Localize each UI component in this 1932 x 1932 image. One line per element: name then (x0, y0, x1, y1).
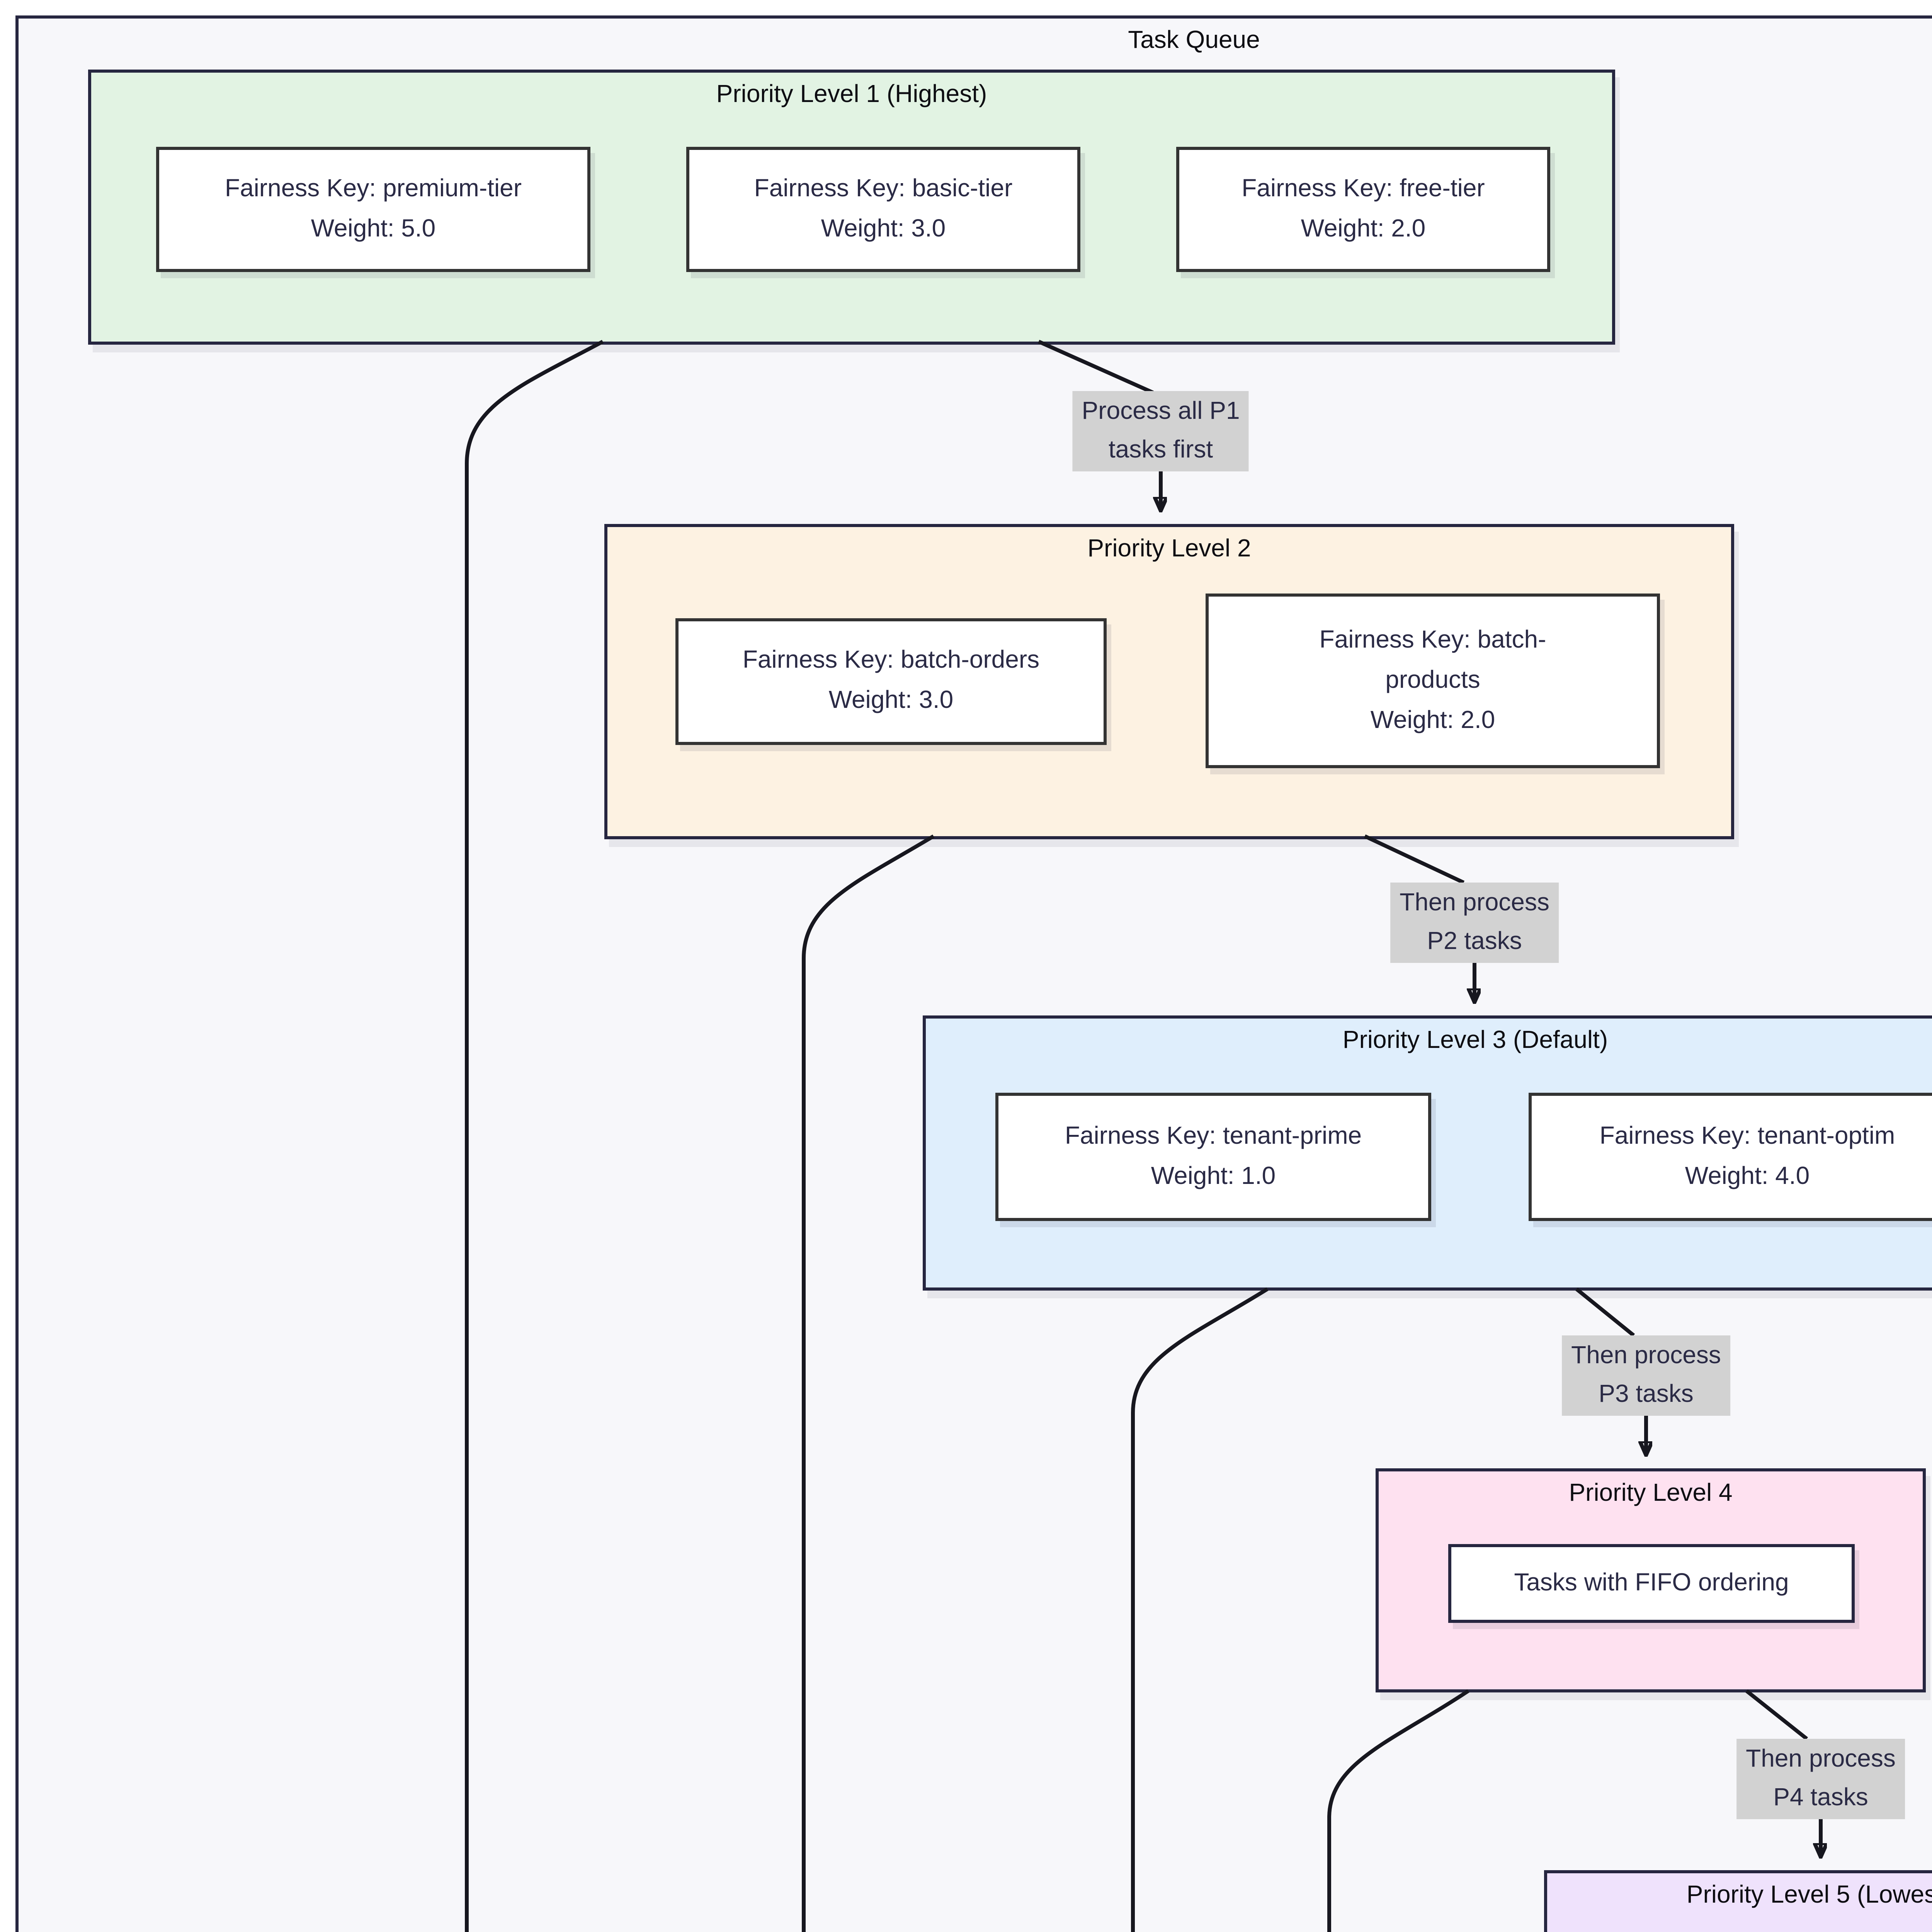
cluster-priority-4-title: Priority Level 4 (1569, 1481, 1733, 1507)
node-batch-products-line2: products (1385, 667, 1480, 693)
node-free-tier: Fairness Key: free-tier Weight: 2.0 (1176, 147, 1550, 272)
cluster-priority-5: Priority Level 5 (Lowest) Tasks with FIF… (1544, 1870, 1932, 1932)
cluster-priority-3-title: Priority Level 3 (Default) (1342, 1028, 1608, 1054)
node-p4-fifo: Tasks with FIFO ordering (1448, 1544, 1855, 1623)
edge-label-p4-p5-line1: Then process (1746, 1747, 1896, 1773)
edge-label-p3-p4-line2: P3 tasks (1599, 1382, 1694, 1408)
edge-label-p1-p2-line1: Process all P1 (1082, 399, 1240, 425)
node-batch-orders-line1: Fairness Key: batch-orders (742, 648, 1040, 674)
node-batch-orders: Fairness Key: batch-orders Weight: 3.0 (675, 618, 1107, 745)
node-tenant-optim-line2: Weight: 4.0 (1685, 1163, 1810, 1189)
edge-label-p1-p2: Process all P1 tasks first (1072, 391, 1249, 471)
node-free-tier-line1: Fairness Key: free-tier (1242, 175, 1485, 202)
node-basic-tier-line2: Weight: 3.0 (821, 216, 946, 242)
cluster-priority-3: Priority Level 3 (Default) Fairness Key:… (923, 1015, 1932, 1291)
edge-label-p2-p3-line2: P2 tasks (1427, 929, 1522, 955)
node-premium-tier-line2: Weight: 5.0 (311, 216, 436, 242)
cluster-priority-2-title: Priority Level 2 (1087, 536, 1251, 563)
edge-label-p2-p3: Then process P2 tasks (1390, 883, 1559, 963)
node-batch-orders-line2: Weight: 3.0 (828, 688, 954, 714)
edge-label-p1-p2-line2: tasks first (1108, 437, 1213, 464)
edge-label-p2-p3-line1: Then process (1400, 890, 1549, 917)
cluster-priority-1-title: Priority Level 1 (Highest) (716, 82, 987, 108)
node-p4-fifo-line1: Tasks with FIFO ordering (1514, 1570, 1789, 1596)
node-tenant-optim-line1: Fairness Key: tenant-optim (1599, 1123, 1895, 1149)
node-basic-tier-line1: Fairness Key: basic-tier (754, 175, 1013, 202)
node-premium-tier-line1: Fairness Key: premium-tier (224, 175, 522, 202)
node-tenant-prime: Fairness Key: tenant-prime Weight: 1.0 (995, 1093, 1431, 1221)
cluster-priority-2: Priority Level 2 Fairness Key: batch-ord… (604, 524, 1734, 839)
node-batch-products-line3: Weight: 2.0 (1370, 707, 1495, 733)
node-batch-products-line1: Fairness Key: batch- (1319, 627, 1546, 653)
cluster-priority-4: Priority Level 4 Tasks with FIFO orderin… (1376, 1468, 1926, 1692)
node-free-tier-line2: Weight: 2.0 (1301, 216, 1426, 242)
task-queue-title: Task Queue (1128, 28, 1260, 54)
node-tenant-prime-line2: Weight: 1.0 (1151, 1163, 1276, 1189)
node-tenant-optim: Fairness Key: tenant-optim Weight: 4.0 (1529, 1093, 1932, 1221)
node-basic-tier: Fairness Key: basic-tier Weight: 3.0 (686, 147, 1080, 272)
task-queue-container: Task Queue Priority Level 1 (Highest) Fa… (15, 15, 1932, 1932)
node-premium-tier: Fairness Key: premium-tier Weight: 5.0 (156, 147, 590, 272)
node-tenant-prime-line1: Fairness Key: tenant-prime (1065, 1123, 1362, 1149)
cluster-priority-5-title: Priority Level 5 (Lowest) (1686, 1883, 1932, 1909)
cluster-priority-1: Priority Level 1 (Highest) Fairness Key:… (88, 70, 1615, 345)
edge-label-p3-p4: Then process P3 tasks (1562, 1335, 1730, 1416)
edge-label-p3-p4-line1: Then process (1571, 1343, 1721, 1369)
node-batch-products: Fairness Key: batch- products Weight: 2.… (1206, 594, 1660, 768)
edge-label-p4-p5: Then process P4 tasks (1736, 1739, 1905, 1819)
edge-label-p4-p5-line2: P4 tasks (1773, 1785, 1868, 1811)
